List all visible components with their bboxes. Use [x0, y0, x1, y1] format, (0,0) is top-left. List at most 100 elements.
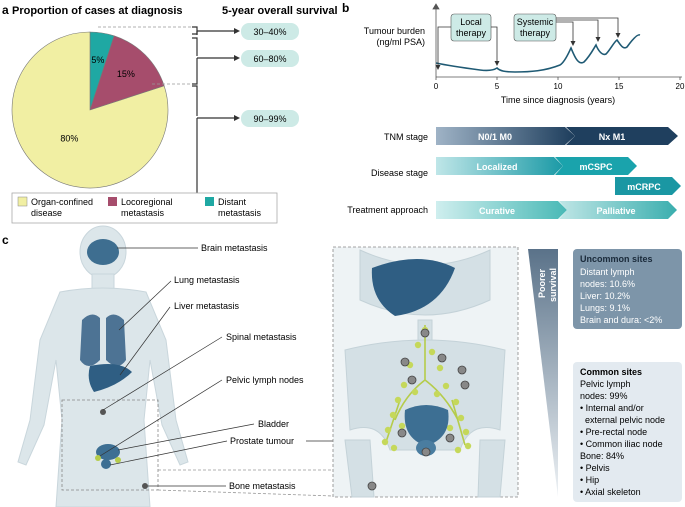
- arrow-curative: [436, 201, 567, 219]
- legend-label-distant-2: metastasis: [218, 208, 262, 218]
- lymph-node: [384, 426, 392, 434]
- pie-legend: Organ-confined disease Locoregional meta…: [11, 192, 278, 224]
- tumour-burden-unit: (ng/ml PSA): [376, 37, 425, 47]
- panel-c-letter: c: [2, 233, 9, 247]
- arrow-n0m0: [436, 127, 575, 145]
- tumour-deposit: [437, 353, 447, 363]
- x-tick-labels: 0 5 10 15 20: [434, 82, 685, 91]
- panel-c: c Brain metastasis: [2, 225, 682, 507]
- panel-b-letter: b: [342, 1, 349, 15]
- poorer-survival-2: survival: [548, 268, 558, 302]
- stage-rows: TNM stage N0/1 M0 Nx M1 Disease stage Lo…: [347, 127, 681, 219]
- uncommon-line-0: Distant lymph: [580, 267, 635, 277]
- tumour-deposit: [460, 380, 470, 390]
- tumour-deposit: [445, 433, 455, 443]
- uncommon-line-3: Lungs: 9.1%: [580, 303, 630, 313]
- label-spinal: Spinal metastasis: [226, 332, 297, 342]
- tumour-deposit: [400, 357, 410, 367]
- legend-swatch-distant: [205, 197, 214, 206]
- common-line-0: Pelvic lymph: [580, 379, 631, 389]
- lymph-chain: [384, 325, 466, 446]
- prostate-organ: [101, 459, 111, 469]
- tumour-deposit: [457, 365, 467, 375]
- systemic-therapy-line2: therapy: [520, 28, 551, 38]
- zoom-box-small: [61, 399, 159, 491]
- arrow-n0m0-label: N0/1 M0: [478, 132, 512, 142]
- pelvis-zoom: [332, 246, 519, 498]
- label-pelvic-lymph: Pelvic lymph nodes: [226, 375, 304, 385]
- uncommon-line-2: Liver: 10.2%: [580, 291, 630, 301]
- common-line-4: • Pre-rectal node: [580, 427, 647, 437]
- local-therapy-line1: Local: [460, 17, 482, 27]
- lymph-node: [398, 422, 406, 430]
- lymph-node-mini: [95, 455, 101, 461]
- x-tick-5: 5: [495, 82, 500, 91]
- lymph-node: [400, 381, 408, 389]
- arrow-nxm1-label: Nx M1: [599, 132, 626, 142]
- survival-braces: [192, 26, 235, 218]
- tumour-burden-label: Tumour burden: [364, 26, 425, 36]
- x-axis-title: Time since diagnosis (years): [501, 95, 615, 105]
- tumour-deposit: [421, 447, 431, 457]
- legend-swatch-organ: [17, 196, 28, 207]
- arrow-mcrpc-label: mCRPC: [627, 182, 661, 192]
- uncommon-title: Uncommon sites: [580, 254, 653, 264]
- pie-title: Proportion of cases at diagnosis: [12, 5, 183, 17]
- tumour-dot-spine: [100, 409, 106, 415]
- row-label-tnm: TNM stage: [384, 132, 428, 142]
- common-line-2: • Internal and/or: [580, 403, 644, 413]
- arrow-mcrpc: [615, 177, 681, 195]
- legend-label-distant: Distant: [218, 197, 247, 207]
- lymph-node: [442, 382, 450, 390]
- lymph-node: [452, 398, 460, 406]
- legend-label-locoregional: Locoregional: [121, 197, 173, 207]
- lymph-node: [428, 348, 436, 356]
- bladder-zoom: [404, 405, 449, 446]
- lymph-node-mini-2: [115, 457, 121, 463]
- arrow-curative-label: Curative: [479, 206, 515, 216]
- lymph-node: [436, 364, 444, 372]
- survival-badge-locoregional: 60–80%: [253, 54, 286, 64]
- legend-swatch-locoregional: [108, 197, 117, 206]
- arrow-nxm1: [566, 127, 678, 145]
- systemic-therapy-callout: Systemic therapy: [513, 13, 621, 46]
- pie-slice-label: 15%: [117, 69, 135, 79]
- common-line-8: • Hip: [580, 475, 599, 485]
- tumour-deposit: [420, 328, 430, 338]
- poorer-survival-1: Poorer: [537, 268, 547, 298]
- lungs-organ: [80, 314, 126, 366]
- lymph-node: [433, 390, 441, 398]
- x-tick-0: 0: [434, 82, 439, 91]
- bladder-organ: [96, 444, 120, 460]
- common-line-1: nodes: 99%: [580, 391, 628, 401]
- tumour-dot-bone: [142, 483, 148, 489]
- femur-right: [477, 439, 506, 498]
- arrow-mcspc-label: mCSPC: [579, 162, 613, 172]
- legend-label-organ: Organ-confined: [31, 197, 93, 207]
- label-liver: Liver metastasis: [174, 301, 240, 311]
- brain-organ: [87, 239, 119, 265]
- anatomy-labels: Brain metastasis Lung metastasis Liver m…: [99, 243, 393, 491]
- label-brain: Brain metastasis: [201, 243, 268, 253]
- liver-organ: [88, 364, 132, 392]
- tumour-deposit: [407, 375, 417, 385]
- tumour-deposits: [367, 328, 470, 491]
- systemic-therapy-line1: Systemic: [517, 17, 554, 27]
- survival-arrows: [234, 28, 240, 121]
- common-title: Common sites: [580, 367, 642, 377]
- common-line-6: Bone: 84%: [580, 451, 624, 461]
- arrow-localized-label: Localized: [476, 162, 517, 172]
- lymph-node: [390, 444, 398, 452]
- common-sites-box: Common sites Pelvic lymph nodes: 99% • I…: [573, 362, 682, 502]
- arrow-palliative-label: Palliative: [596, 206, 635, 216]
- pie-chart: 5%15%80%: [11, 31, 169, 189]
- row-label-disease: Disease stage: [371, 168, 428, 178]
- femur-left: [344, 439, 375, 498]
- tumour-deposit: [397, 428, 407, 438]
- lymph-node: [389, 411, 397, 419]
- local-therapy-line2: therapy: [456, 28, 487, 38]
- pie-slice-label: 5%: [91, 55, 104, 65]
- local-therapy-callout: Local therapy: [435, 13, 500, 70]
- lymph-node: [411, 388, 419, 396]
- x-tick-10: 10: [554, 82, 563, 91]
